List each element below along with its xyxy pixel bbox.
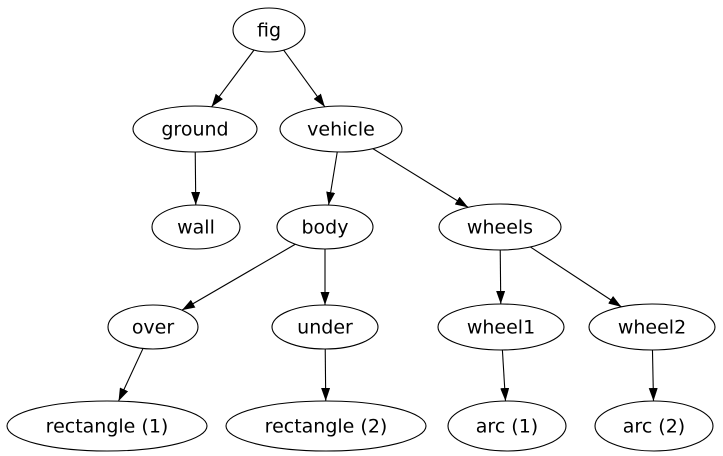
node-ellipse-rectangle2 <box>225 400 427 452</box>
node-ellipse-rectangle1 <box>6 400 208 452</box>
node-ellipse-wheels <box>438 203 562 251</box>
node-ellipse-under <box>271 304 379 350</box>
node-label-rectangle2: rectangle (2) <box>265 416 388 438</box>
node-ellipse-ground <box>132 105 258 153</box>
edge-fig-ground <box>211 49 255 108</box>
edge-wheels-wheel1 <box>496 249 506 305</box>
node-label-over: over <box>132 317 175 339</box>
node-wheel1: wheel1 <box>437 303 565 351</box>
edge-wheels-wheel2 <box>530 246 622 308</box>
node-label-under: under <box>297 317 353 339</box>
node-ellipse-wall <box>151 204 241 250</box>
node-label-arc2: arc (2) <box>623 416 685 438</box>
edge-vehicle-wheels <box>372 148 469 208</box>
node-arc2: arc (2) <box>594 400 714 452</box>
node-wall: wall <box>151 204 241 250</box>
edge-fig-vehicle <box>283 49 326 108</box>
node-label-wheels: wheels <box>467 217 533 239</box>
edge-under-rectangle2 <box>321 348 331 402</box>
node-label-body: body <box>302 217 349 239</box>
edge-over-rectangle1 <box>118 348 144 402</box>
edge-ground-wall <box>191 151 201 206</box>
node-label-rectangle1: rectangle (1) <box>46 416 169 438</box>
node-label-wheel2: wheel2 <box>618 317 686 339</box>
node-ellipse-arc1 <box>447 400 567 452</box>
node-label-fig: fig <box>257 20 281 42</box>
edge-wheel2-arc2 <box>648 349 658 402</box>
node-label-vehicle: vehicle <box>307 119 375 141</box>
node-rectangle2: rectangle (2) <box>225 400 427 452</box>
node-under: under <box>271 304 379 350</box>
node-ground: ground <box>132 105 258 153</box>
node-body: body <box>276 204 374 250</box>
node-ellipse-wheel2 <box>588 303 716 351</box>
node-ellipse-arc2 <box>594 400 714 452</box>
node-ellipse-body <box>276 204 374 250</box>
node-fig: fig <box>232 7 306 53</box>
node-arc1: arc (1) <box>447 400 567 452</box>
node-ellipse-vehicle <box>279 105 403 153</box>
edge-vehicle-body <box>326 151 338 206</box>
edge-wheel1-arc1 <box>500 349 510 402</box>
node-ellipse-over <box>107 304 199 350</box>
node-label-wall: wall <box>177 217 215 239</box>
node-wheel2: wheel2 <box>588 303 716 351</box>
node-vehicle: vehicle <box>279 105 403 153</box>
node-rectangle1: rectangle (1) <box>6 400 208 452</box>
edge-body-over <box>181 243 296 311</box>
node-label-arc1: arc (1) <box>476 416 538 438</box>
node-wheels: wheels <box>438 203 562 251</box>
node-label-ground: ground <box>161 119 228 141</box>
node-over: over <box>107 304 199 350</box>
node-label-wheel1: wheel1 <box>467 317 535 339</box>
node-ellipse-fig <box>232 7 306 53</box>
node-ellipse-wheel1 <box>437 303 565 351</box>
